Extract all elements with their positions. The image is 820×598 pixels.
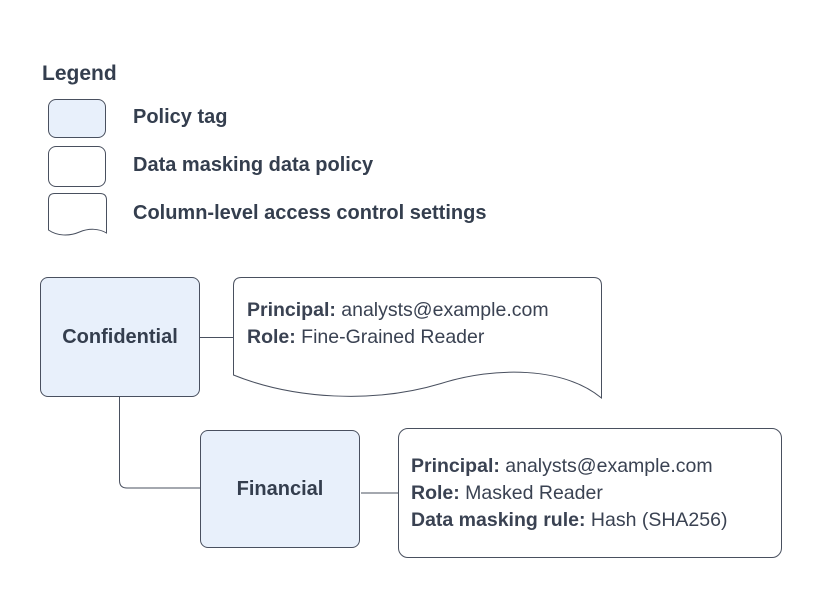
field-value: Fine-Grained Reader (295, 326, 485, 348)
policy-tag-financial: Financial (200, 430, 360, 548)
note-line: Role: Masked Reader (411, 480, 781, 507)
document-shape-path (48, 193, 107, 236)
note-line: Role: Fine-Grained Reader (247, 324, 549, 351)
legend-label-policy-tag: Policy tag (133, 106, 228, 128)
legend-swatch-data-masking-policy (48, 146, 106, 187)
field-label: Data masking rule: (411, 508, 586, 531)
field-label: Role: (247, 326, 296, 348)
data-masking-policy-note: Principal: analysts@example.com Role: Ma… (398, 428, 782, 558)
legend-label-access-control: Column-level access control settings (133, 202, 487, 224)
legend-swatch-access-control-document-shape (48, 193, 107, 236)
document-shape-path (233, 277, 602, 400)
access-control-note-shape (233, 277, 602, 400)
note-line: Principal: analysts@example.com (411, 453, 781, 480)
field-value: Masked Reader (459, 481, 603, 504)
legend-label-data-masking-policy: Data masking data policy (133, 154, 374, 176)
legend-swatch-policy-tag (48, 99, 106, 138)
legend-title: Legend (42, 62, 117, 85)
policy-tag-financial-label: Financial (236, 477, 324, 500)
policy-tag-confidential-label: Confidential (62, 325, 178, 348)
field-value: Hash (SHA256) (585, 508, 728, 531)
field-label: Principal: (411, 454, 500, 477)
access-control-note-text: Principal: analysts@example.com Role: Fi… (247, 297, 549, 351)
field-label: Role: (411, 481, 460, 504)
policy-tag-confidential: Confidential (40, 277, 200, 397)
note-line: Principal: analysts@example.com (247, 297, 549, 324)
field-value: analysts@example.com (335, 299, 549, 321)
field-value: analysts@example.com (499, 454, 713, 477)
note-line: Data masking rule: Hash (SHA256) (411, 507, 781, 534)
field-label: Principal: (247, 299, 336, 321)
connector-confidential-to-financial (119, 397, 200, 489)
